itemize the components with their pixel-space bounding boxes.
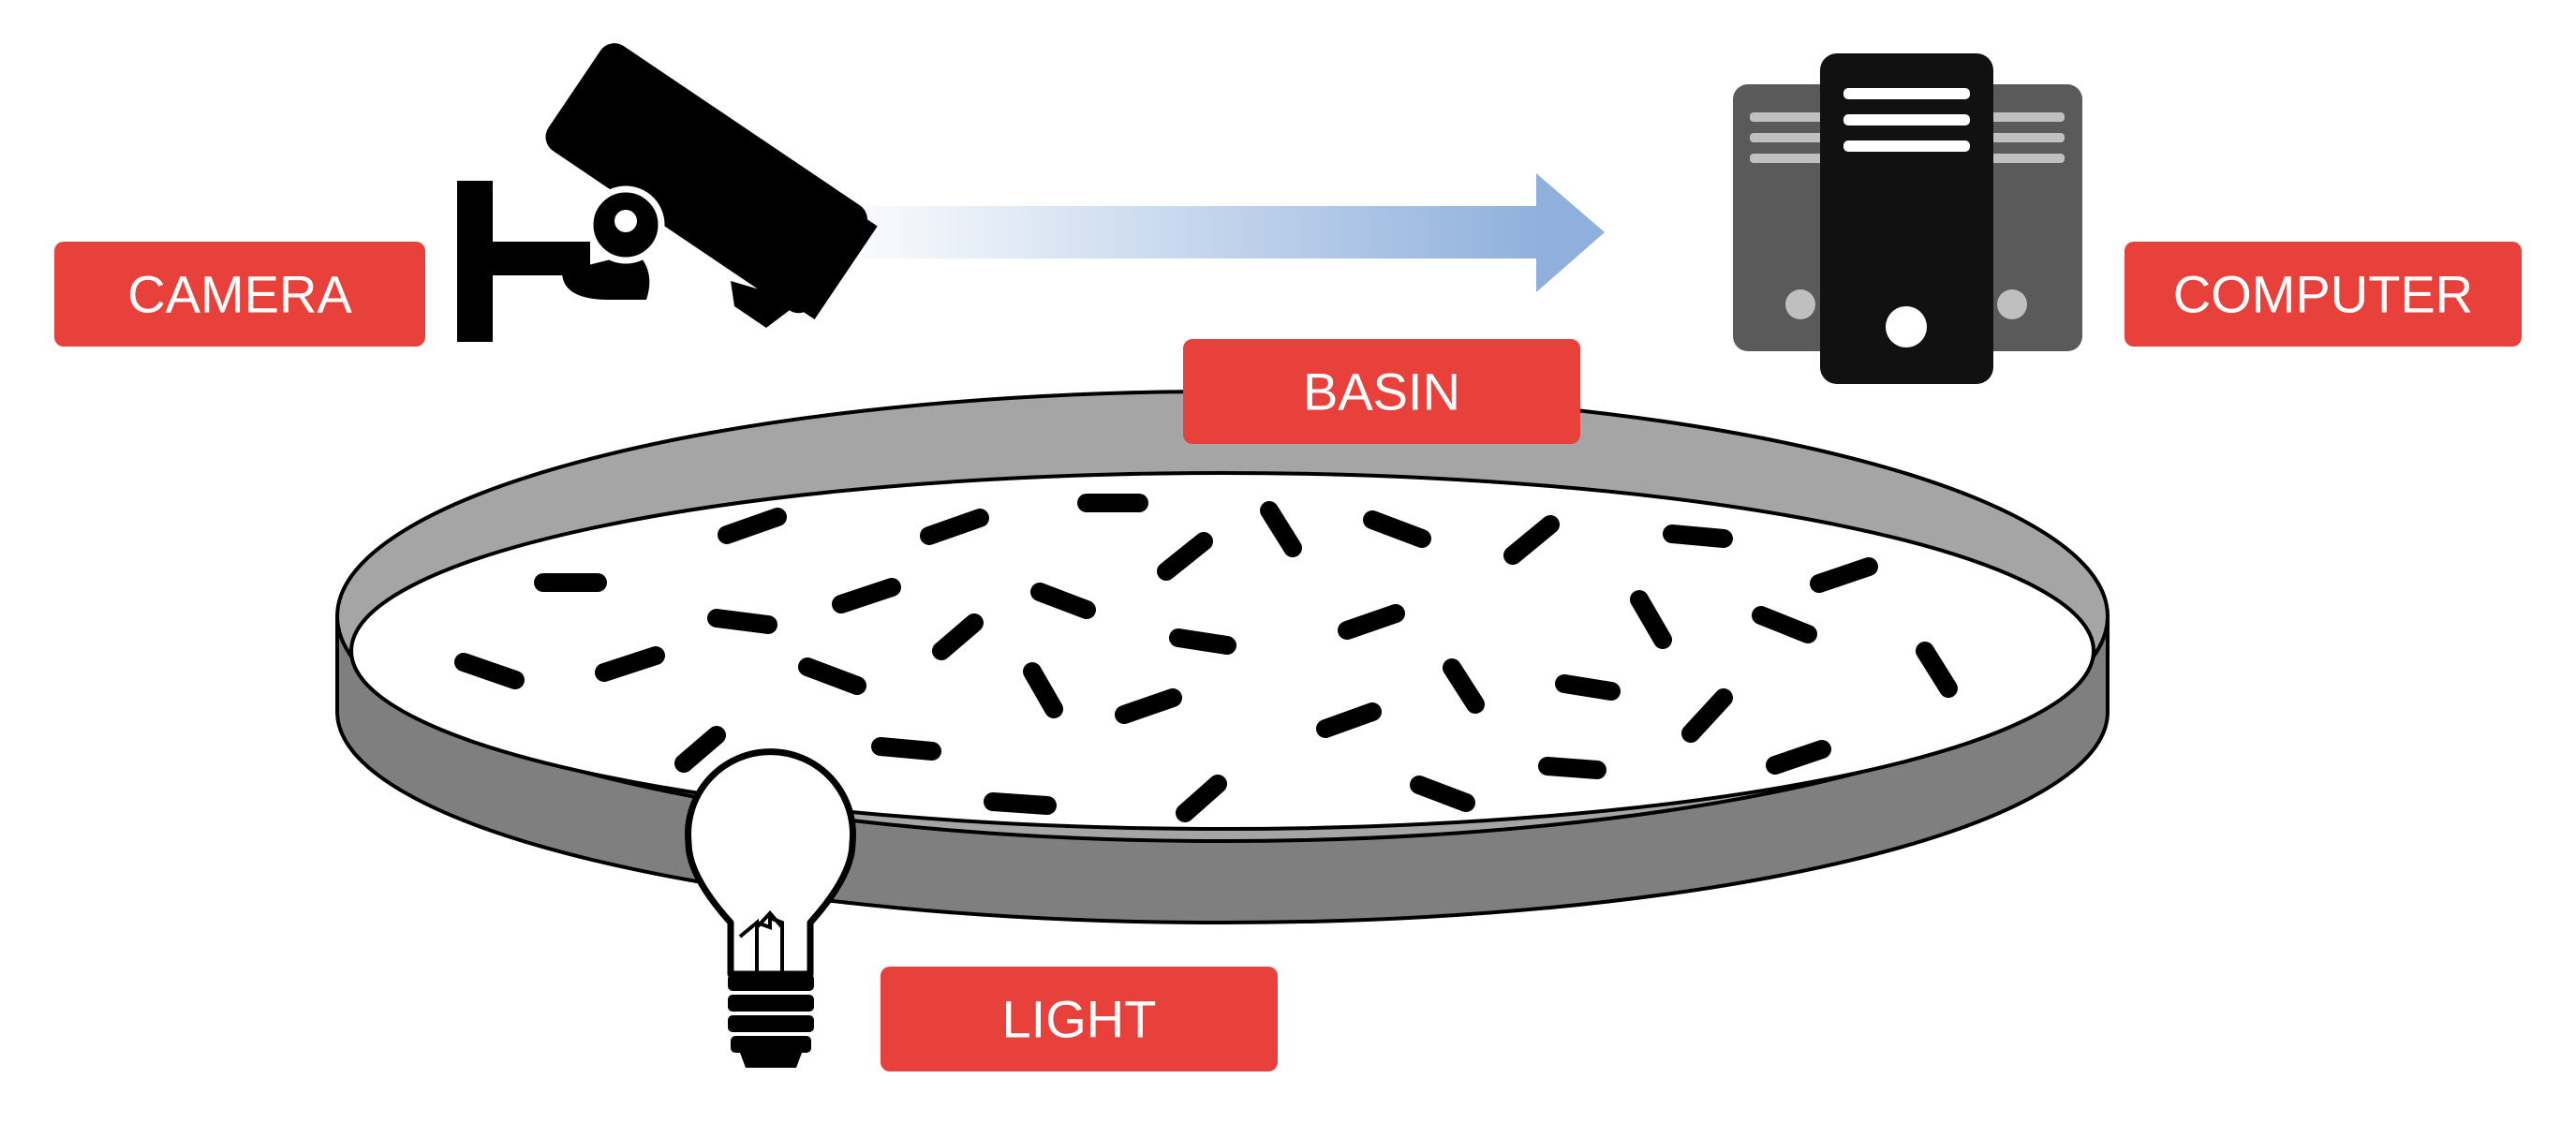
organisms: [454, 494, 1958, 822]
svg-text:BASIN: BASIN: [1303, 362, 1460, 421]
worm-icon: [1538, 757, 1606, 779]
worm-icon: [595, 646, 665, 682]
worm-icon: [1023, 662, 1063, 718]
worm-icon: [1030, 583, 1096, 619]
data-flow-arrow: [824, 173, 1605, 292]
worm-icon: [1410, 776, 1475, 812]
worm-icon: [1630, 590, 1672, 649]
worm-icon: [1115, 688, 1182, 724]
worm-icon: [1555, 674, 1621, 701]
svg-text:COMPUTER: COMPUTER: [2173, 265, 2473, 324]
worm-icon: [1663, 525, 1733, 548]
worm-icon: [1169, 628, 1236, 655]
worm-icon: [1363, 510, 1431, 548]
basin-dish: [335, 390, 2110, 924]
worm-icon: [871, 737, 941, 761]
light-label: LIGHT: [881, 967, 1278, 1071]
worm-icon: [920, 509, 989, 545]
worm-icon: [798, 658, 866, 695]
basin-label: BASIN: [1183, 339, 1580, 444]
worm-icon: [1503, 515, 1560, 565]
security-camera-icon: [457, 43, 878, 342]
worm-icon: [718, 508, 787, 544]
worm-icon: [1157, 532, 1213, 581]
worm-icon: [1916, 642, 1958, 698]
worm-icon: [454, 653, 525, 689]
worm-icon: [1443, 658, 1485, 714]
worm-icon: [932, 613, 984, 660]
worm-icon: [984, 792, 1057, 815]
worm-icon: [707, 609, 777, 634]
worm-icon: [1338, 604, 1405, 640]
worm-icon: [832, 578, 901, 613]
worm-icon: [1766, 740, 1831, 775]
computer-tower-icon: [1733, 53, 2082, 384]
worm-icon: [1752, 606, 1817, 643]
computer-label: COMPUTER: [2124, 242, 2522, 347]
svg-text:CAMERA: CAMERA: [127, 265, 352, 324]
svg-text:LIGHT: LIGHT: [1002, 990, 1157, 1049]
light-bulb-icon: [685, 748, 856, 1068]
worm-icon: [1810, 557, 1878, 593]
worm-icon: [1260, 501, 1302, 557]
worm-icon: [674, 726, 726, 773]
worm-icon: [1316, 702, 1382, 738]
worm-icon: [1176, 775, 1227, 822]
camera-label: CAMERA: [54, 242, 425, 347]
worm-icon: [1681, 688, 1733, 743]
